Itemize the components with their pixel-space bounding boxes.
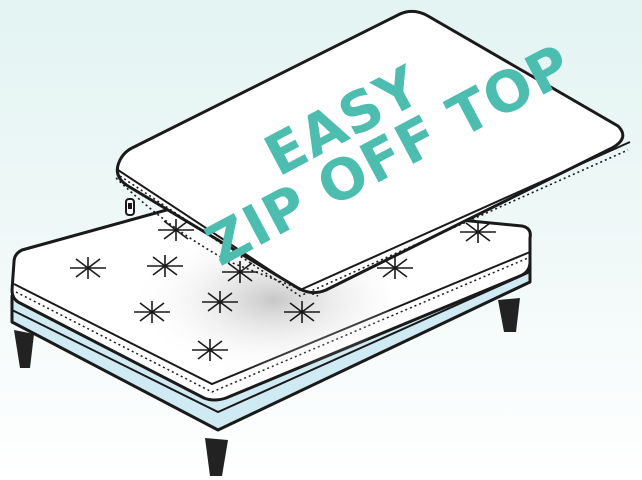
leg-front-left bbox=[14, 330, 34, 368]
leg-right bbox=[498, 298, 520, 332]
leg-front-center bbox=[205, 438, 228, 476]
zipper-pull-icon bbox=[126, 199, 134, 215]
